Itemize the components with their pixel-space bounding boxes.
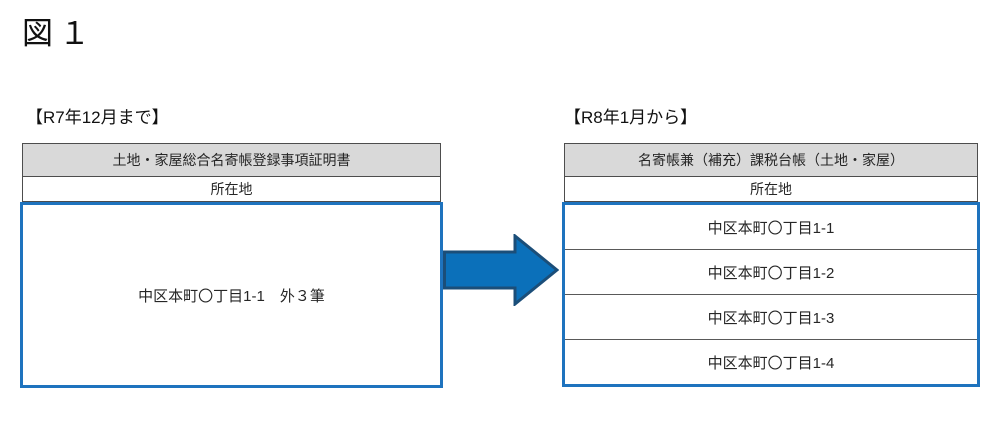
right-arrow-icon	[443, 232, 560, 308]
figure-title: 図１	[22, 16, 96, 51]
address-row: 中区本町〇丁目1-3	[565, 295, 977, 340]
before-table-subheader: 所在地	[22, 177, 441, 202]
after-table-subheader: 所在地	[564, 177, 978, 202]
after-table: 名寄帳兼（補充）課税台帳（土地・家屋） 所在地 中区本町〇丁目1-1 中区本町〇…	[562, 143, 980, 387]
before-address-text: 中区本町〇丁目1-1 外３筆	[138, 287, 325, 305]
right-arrow-shape	[443, 232, 560, 308]
after-period-label: 【R8年1月から】	[564, 108, 698, 127]
after-address-box: 中区本町〇丁目1-1 中区本町〇丁目1-2 中区本町〇丁目1-3 中区本町〇丁目…	[562, 202, 980, 387]
before-table: 土地・家屋総合名寄帳登録事項証明書 所在地 中区本町〇丁目1-1 外３筆	[20, 143, 443, 388]
after-table-header: 名寄帳兼（補充）課税台帳（土地・家屋）	[564, 143, 978, 177]
address-row: 中区本町〇丁目1-4	[707, 354, 835, 372]
transition-arrow	[443, 232, 560, 308]
address-row: 中区本町〇丁目1-1	[565, 205, 977, 250]
before-period-label: 【R7年12月まで】	[26, 108, 169, 127]
before-address-box: 中区本町〇丁目1-1 外３筆	[20, 202, 443, 388]
address-row: 中区本町〇丁目1-2	[565, 250, 977, 295]
before-table-header: 土地・家屋総合名寄帳登録事項証明書	[22, 143, 441, 177]
